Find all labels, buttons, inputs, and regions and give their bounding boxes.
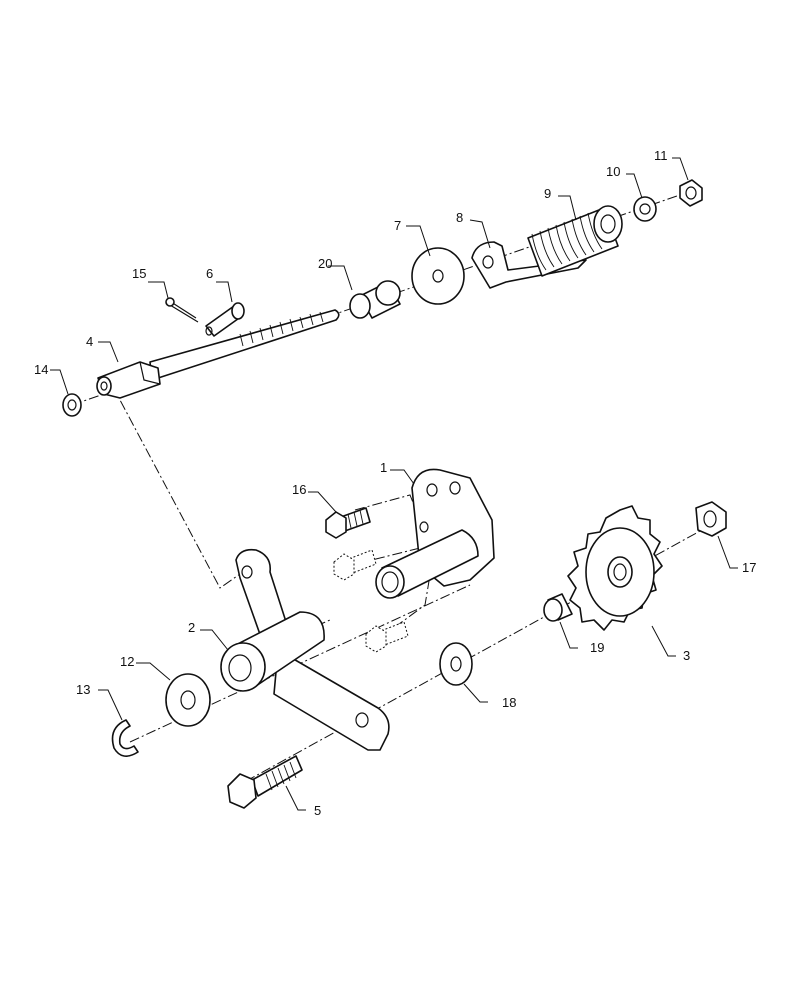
flat-washer-part-7 (411, 247, 465, 305)
callout-1: 1 (380, 460, 387, 475)
leader-lines (50, 157, 738, 811)
callout-labels: 1 2 3 4 5 6 7 8 9 10 11 12 13 14 15 16 1… (34, 148, 756, 818)
cotter-pin-part-15 (165, 297, 199, 323)
spacer-bushing-part-20 (349, 280, 401, 319)
hex-nut-part-11 (679, 179, 703, 207)
mounting-bracket-part-1 (375, 468, 495, 599)
callout-8: 8 (456, 210, 463, 225)
flange-screw-ghost-upper (333, 549, 377, 581)
flange-bolt-part-5 (227, 755, 303, 809)
callout-18: 18 (502, 695, 516, 710)
callout-15: 15 (132, 266, 146, 281)
washer-part-10 (633, 196, 657, 222)
clevis-pin-part-6 (205, 302, 245, 337)
callout-17: 17 (742, 560, 756, 575)
callout-10: 10 (606, 164, 620, 179)
washer-part-18 (439, 642, 473, 686)
callout-16: 16 (292, 482, 306, 497)
flange-screw-part-16 (325, 507, 371, 539)
callout-4: 4 (86, 334, 93, 349)
callout-19: 19 (590, 640, 604, 655)
callout-9: 9 (544, 186, 551, 201)
washer-part-14 (62, 393, 82, 417)
callout-14: 14 (34, 362, 48, 377)
idler-arm-part-2 (220, 548, 390, 751)
bushing-part-19 (543, 593, 573, 622)
callout-5: 5 (314, 803, 321, 818)
callout-2: 2 (188, 620, 195, 635)
snap-ring-part-13 (111, 719, 139, 757)
compression-spring-part-9 (527, 205, 623, 277)
callout-11: 11 (654, 148, 668, 163)
indicator-plate-part-8 (471, 241, 587, 289)
callout-13: 13 (76, 682, 90, 697)
callout-3: 3 (683, 648, 690, 663)
callout-12: 12 (120, 654, 134, 669)
callout-7: 7 (394, 218, 401, 233)
idler-sprocket-part-3 (567, 505, 663, 631)
adjusting-rod-part-4 (96, 309, 340, 399)
flange-screw-ghost-lower (365, 621, 409, 653)
washer-part-12 (165, 673, 211, 727)
callout-20: 20 (318, 256, 332, 271)
flange-nut-part-17 (695, 501, 727, 537)
callout-6: 6 (206, 266, 213, 281)
